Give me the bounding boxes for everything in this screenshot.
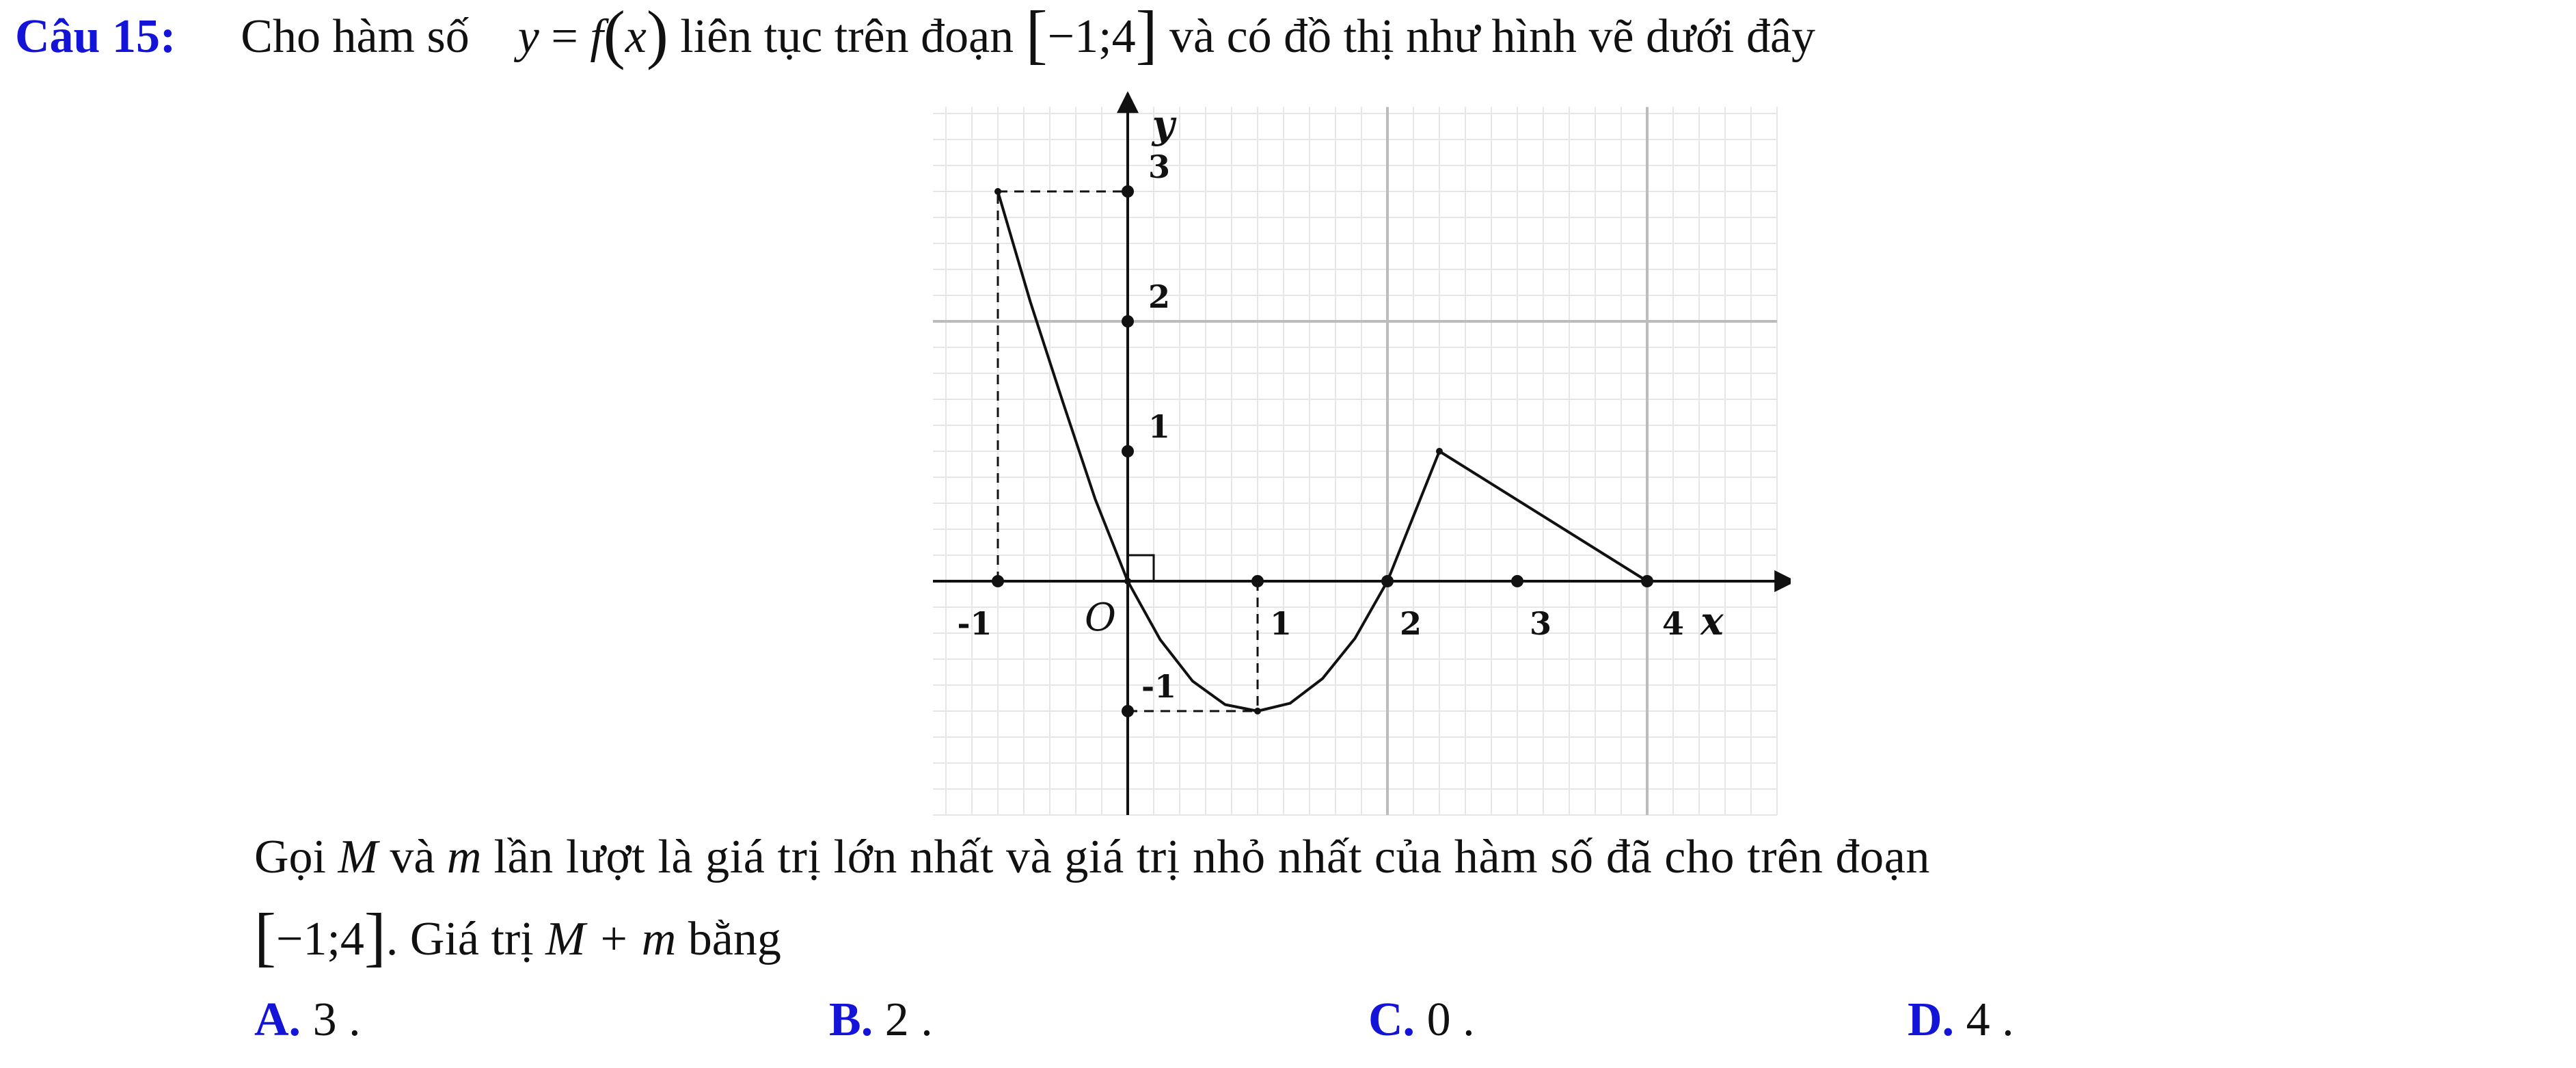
- option-c[interactable]: C. 0 .: [1368, 991, 1475, 1049]
- stem-end-text: và có đồ thị như hình vẽ dưới đây: [1157, 10, 1816, 63]
- option-b[interactable]: B. 2 .: [829, 991, 933, 1049]
- option-c-letter: C.: [1368, 993, 1415, 1046]
- question-stem: Câu 15: Cho hàm số y = f(x) liên tục trê…: [15, 1, 1816, 67]
- question-body-line1: Gọi M và m lần lượt là giá trị lớn nhất …: [254, 829, 1930, 886]
- x-tick-label: 1: [1270, 605, 1292, 642]
- option-d[interactable]: D. 4 .: [1908, 991, 2014, 1049]
- axis-dot: [1251, 575, 1264, 587]
- interval2-text: −1;4: [275, 913, 364, 965]
- func-f-name: f: [590, 10, 604, 63]
- y-tick-label: -1: [1141, 668, 1176, 705]
- option-a[interactable]: A. 3 .: [254, 991, 361, 1049]
- function-curve: [996, 191, 1649, 712]
- graph-svg: -1 1 2 3 4 1 2 3 -1 x yO: [933, 91, 1791, 816]
- expr-M-plus-m: M + m: [545, 913, 677, 965]
- func-y-var: y: [517, 10, 539, 63]
- key-point-dot: [994, 188, 1001, 195]
- option-a-letter: A.: [254, 993, 301, 1046]
- right-angle-mark: [1128, 554, 1155, 581]
- axis-dot: [1122, 315, 1134, 328]
- y-tick-label: 1: [1148, 408, 1170, 445]
- axis-dot: [1122, 445, 1134, 457]
- option-c-value: 0 .: [1415, 993, 1475, 1046]
- axis-dot: [992, 575, 1004, 587]
- interval2-close-bracket: ]: [364, 900, 386, 973]
- x-tick-label: -1: [957, 605, 992, 642]
- x-axis-label: x: [1700, 599, 1724, 644]
- option-a-value: 3 .: [301, 993, 361, 1046]
- x-tick-label: 2: [1400, 605, 1422, 642]
- question-number: Câu 15:: [15, 10, 176, 63]
- stem-mid-text: liên tục trên đoạn: [668, 10, 1026, 63]
- var-m: m: [446, 831, 482, 883]
- interval-open-bracket: [: [1025, 0, 1048, 70]
- interval-text: −1;4: [1047, 10, 1136, 63]
- x-tick-label: 4: [1662, 605, 1684, 642]
- body2-text-a: . Giá trị: [385, 913, 546, 965]
- func-close-paren: ): [646, 0, 668, 70]
- func-x-var: x: [625, 10, 647, 63]
- body2-text-b: bằng: [676, 913, 781, 965]
- interval-close-bracket: ]: [1135, 0, 1158, 70]
- option-d-value: 4 .: [1954, 993, 2014, 1046]
- key-point-dot: [1644, 578, 1651, 585]
- var-M: M: [338, 831, 378, 883]
- body-text-b: và: [377, 831, 447, 883]
- x-tick-label: 3: [1530, 605, 1551, 642]
- stem-lead-text: Cho hàm số: [241, 10, 470, 63]
- func-open-paren: (: [603, 0, 625, 70]
- question-body-line2: [−1;4]. Giá trị M + m bằng: [254, 904, 781, 970]
- option-d-letter: D.: [1908, 993, 1955, 1046]
- interval2-open-bracket: [: [254, 900, 276, 973]
- body-text-a: Gọi: [254, 831, 338, 883]
- key-point-dot: [1124, 578, 1131, 585]
- y-axis-label: y: [1151, 103, 1177, 148]
- y-tick-label: 2: [1148, 278, 1170, 315]
- option-b-letter: B.: [829, 993, 873, 1046]
- key-point-dot: [1254, 708, 1261, 715]
- axis-dot: [1511, 575, 1523, 587]
- y-tick-label: 3: [1148, 148, 1170, 185]
- axis-dot: [1122, 705, 1134, 717]
- func-equals: =: [539, 10, 591, 63]
- axis-dot: [1122, 185, 1134, 198]
- key-point-dot: [1436, 448, 1443, 455]
- body-text-c: lần lượt là giá trị lớn nhất và giá trị …: [481, 831, 1930, 883]
- key-point-dot: [1384, 578, 1391, 585]
- option-b-value: 2 .: [873, 993, 933, 1046]
- origin-label: O: [1085, 596, 1116, 640]
